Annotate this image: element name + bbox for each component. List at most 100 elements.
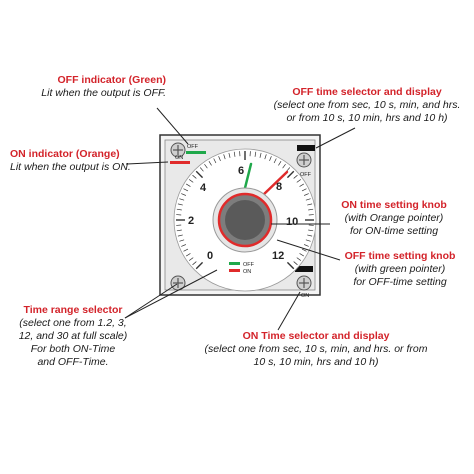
dial-number-6: 6 [238,165,244,177]
on-time-selector-title: ON Time selector and display [242,330,390,342]
off-indicator-desc: Lit when the output is OFF. [41,87,166,99]
dial-tick [301,188,307,192]
off-time-knob-desc: (with green pointer) for OFF-time settin… [353,263,447,288]
dial-tick [179,239,185,242]
callout-time-range-selector: Time range selector (select one from 1.2… [8,304,138,369]
dial-tick [269,156,272,162]
on-indicator-desc: Lit when the output is ON. [10,161,131,173]
leader-range-1 [124,283,178,319]
dial-tick [296,179,302,183]
time-range-selector-desc: (select one from 1.2, 3, 12, and 30 at f… [18,317,128,368]
dial-tick [176,229,182,232]
dial-tick [299,183,305,187]
dial-tick [308,208,314,211]
on-selector-tag: ON [301,293,309,299]
leader-lines [124,107,356,331]
dial-tick [286,261,295,270]
leader-off-selector [315,127,356,149]
dial-tick [286,167,291,172]
dial-number-12: 12 [272,250,284,262]
dial-tick [185,183,191,187]
on-indicator-lamp [170,161,190,164]
dial-number-8: 8 [276,181,282,193]
dial-tick [199,167,204,172]
dial-tick [228,152,231,158]
dial-tick [303,193,309,196]
dial-tick [204,163,208,169]
screw-top-left [170,142,186,158]
off-indicator-tag: OFF [187,144,199,150]
on-indicator-tag: ON [175,155,183,161]
dial-tick [286,170,295,179]
dial-tick [259,152,262,158]
dial-tick [305,198,311,201]
legend-on-swatch [229,269,240,272]
leader-off-knob [276,239,341,261]
off-selector-tag: OFF [300,172,312,178]
callout-on-time-knob: ON time setting knob (with Orange pointe… [326,199,462,238]
dial-tick [183,188,189,192]
dial-tick [185,253,191,257]
dial-tick [195,261,204,270]
dial-number-4: 4 [200,182,207,194]
dial-tick [293,261,298,266]
dial-tick [181,244,187,247]
legend-off-swatch [229,262,240,265]
off-time-selector-title: OFF time selector and display [292,86,442,98]
on-time-knob-title: ON time setting knob [341,199,447,211]
dial-tick [213,158,217,164]
callout-off-indicator: OFF indicator (Green) Lit when the outpu… [22,74,166,100]
callout-off-time-knob: OFF time setting knob (with green pointe… [332,250,468,289]
dial-tick [303,244,309,247]
dial-tick [195,170,204,179]
callout-off-time-selector: OFF time selector and display (select on… [262,86,472,125]
dial-tick [192,174,197,179]
dial-tick [218,156,221,162]
callout-on-time-selector: ON Time selector and display (select one… [176,330,456,369]
knob-center [225,200,265,240]
dial-number-10: 10 [286,216,298,228]
dial-tick [273,158,277,164]
dial-tick [179,198,185,201]
off-time-selector-desc: (select one from sec, 10 s, min, and hrs… [273,99,461,124]
dial-tick [223,154,226,160]
on-indicator-title: ON indicator (Orange) [10,148,120,160]
dial-tick [299,253,305,257]
dial-tick [307,203,313,206]
dial-tick [305,239,311,242]
off-indicator-title: OFF indicator (Green) [57,74,166,86]
off-indicator-lamp [186,151,206,154]
dial-tick [177,203,183,206]
dial-tick [282,163,286,169]
dial-tick [181,193,187,196]
callout-on-indicator: ON indicator (Orange) Lit when the outpu… [10,148,150,174]
off-time-pointer [243,162,253,190]
dial-tick [188,179,194,183]
off-time-selector-window[interactable] [297,145,315,151]
on-time-pointer [260,170,289,198]
dial-tick [293,174,298,179]
dial-tick [308,229,314,232]
leader-off-indicator [156,107,189,145]
dial-number-0: 0 [207,250,213,262]
on-time-selector-window[interactable] [295,266,313,272]
on-time-knob-desc: (with Orange pointer) for ON-time settin… [344,212,444,237]
legend-off-text: OFF [243,262,255,268]
dial-tick [264,154,267,160]
dial-tick [307,234,313,237]
dial-tick [254,151,257,157]
leader-on-indicator [125,161,169,165]
dial-number-2: 2 [188,215,194,227]
time-range-selector-title: Time range selector [23,304,123,316]
on-time-selector-desc: (select one from sec, 10 s, min, and hrs… [204,343,428,368]
dial-tick [278,160,282,166]
screw-top-right [296,152,312,168]
dial-tick [176,208,182,211]
dial-tick [208,160,212,166]
dial-tick [296,257,302,261]
off-time-knob-title: OFF time setting knob [344,250,456,262]
legend-on-text: ON [243,269,251,275]
dial-tick [183,248,189,252]
